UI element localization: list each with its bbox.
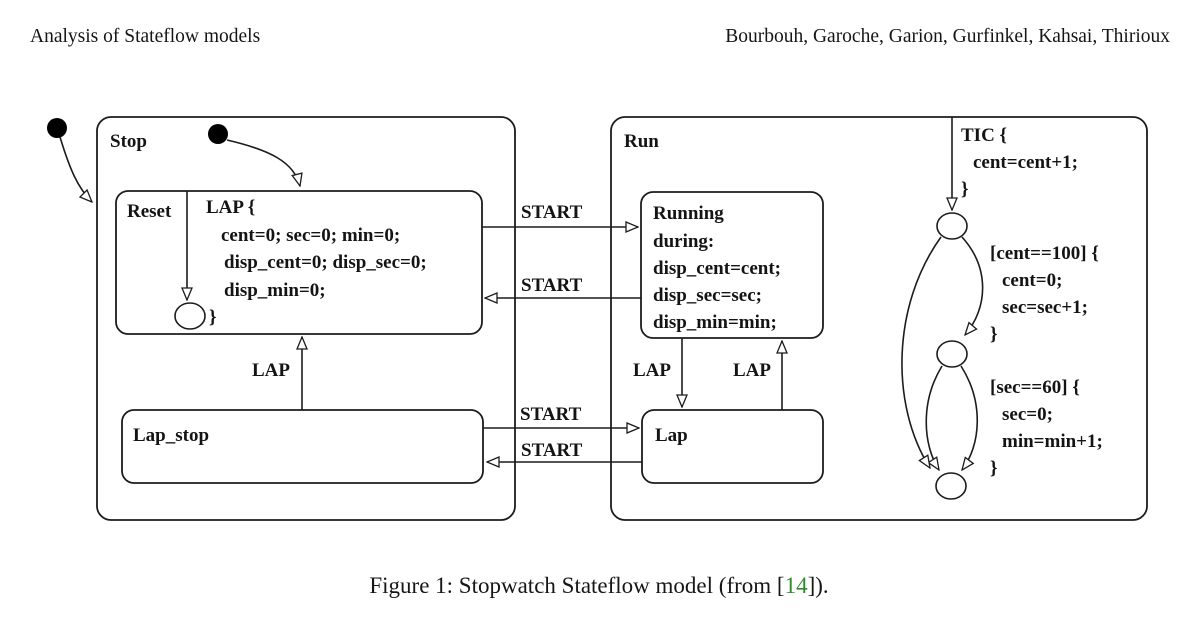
junction-tic-2	[936, 340, 968, 368]
sec-guard-line: sec=0;	[1002, 404, 1053, 425]
caption-text: Figure 1: Stopwatch Stateflow model (fro…	[369, 573, 785, 598]
transition-sec-guard	[960, 365, 978, 470]
state-run-box	[610, 116, 1148, 521]
reset-action-line: }	[209, 307, 217, 328]
tic-action-line: }	[961, 179, 969, 200]
running-body-line: disp_sec=sec;	[653, 285, 762, 306]
state-reset-box	[115, 190, 483, 335]
running-body-line: disp_min=min;	[653, 312, 777, 333]
sec-guard-line: min=min+1;	[1002, 431, 1103, 452]
state-lap-box	[641, 409, 824, 484]
junction-reset	[174, 302, 206, 330]
cent-guard-line: cent=0;	[1002, 270, 1062, 291]
state-running-box	[640, 191, 824, 339]
label-start-lapstop-to-lap: START	[520, 404, 582, 425]
junction-tic-3	[935, 472, 967, 500]
citation-link[interactable]: 14	[784, 573, 808, 598]
label-lap-lap-to-running: LAP	[733, 360, 771, 381]
state-run-label: Run	[624, 131, 659, 152]
junction-tic-1	[936, 212, 968, 240]
state-stop-box	[96, 116, 516, 521]
header-authors: Bourbouh, Garoche, Garion, Gurfinkel, Ka…	[725, 26, 1170, 47]
cent-guard-line: sec=sec+1;	[1002, 297, 1088, 318]
state-stop-label: Stop	[110, 131, 147, 152]
transition-junction1-else	[901, 236, 942, 468]
state-lapstop-box	[121, 409, 484, 484]
state-running-label: Running	[653, 203, 724, 224]
state-reset-label: Reset	[127, 201, 172, 222]
figure-caption: Figure 1: Stopwatch Stateflow model (fro…	[0, 573, 1198, 599]
reset-action-line: cent=0; sec=0; min=0;	[221, 225, 400, 246]
state-lapstop-label: Lap_stop	[133, 425, 209, 446]
caption-text-suffix: ]).	[807, 573, 829, 598]
cent-guard-line: [cent==100] {	[990, 243, 1099, 264]
sec-guard-line: }	[990, 458, 998, 479]
transition-default-inner	[226, 139, 300, 186]
label-lap-running-to-lap: LAP	[633, 360, 671, 381]
sec-guard-line: [sec==60] {	[990, 377, 1080, 398]
state-lap-label: Lap	[655, 425, 688, 446]
transition-cent-guard	[961, 236, 984, 335]
running-body-line: disp_cent=cent;	[653, 258, 781, 279]
header-title: Analysis of Stateflow models	[30, 26, 261, 47]
initial-state-dot-inner	[208, 124, 228, 144]
reset-action-line: LAP {	[206, 197, 255, 218]
cent-guard-line: }	[990, 324, 998, 345]
label-start-stop-to-run: START	[521, 202, 583, 223]
reset-action-line: disp_cent=0; disp_sec=0;	[224, 252, 427, 273]
label-start-lap-to-lapstop: START	[521, 440, 583, 461]
transition-default-outer	[59, 136, 92, 202]
label-start-run-to-stop: START	[521, 275, 583, 296]
initial-state-dot-outer	[47, 118, 67, 138]
label-lap-lapstop-to-reset: LAP	[252, 360, 290, 381]
reset-action-line: disp_min=0;	[224, 280, 326, 301]
running-header: Analysis of Stateflow models Bourbouh, G…	[30, 26, 1170, 48]
transition-junction2-else	[925, 365, 943, 470]
running-body-line: during:	[653, 231, 714, 252]
tic-action-line: cent=cent+1;	[973, 152, 1078, 173]
tic-action-line: TIC {	[961, 125, 1007, 146]
